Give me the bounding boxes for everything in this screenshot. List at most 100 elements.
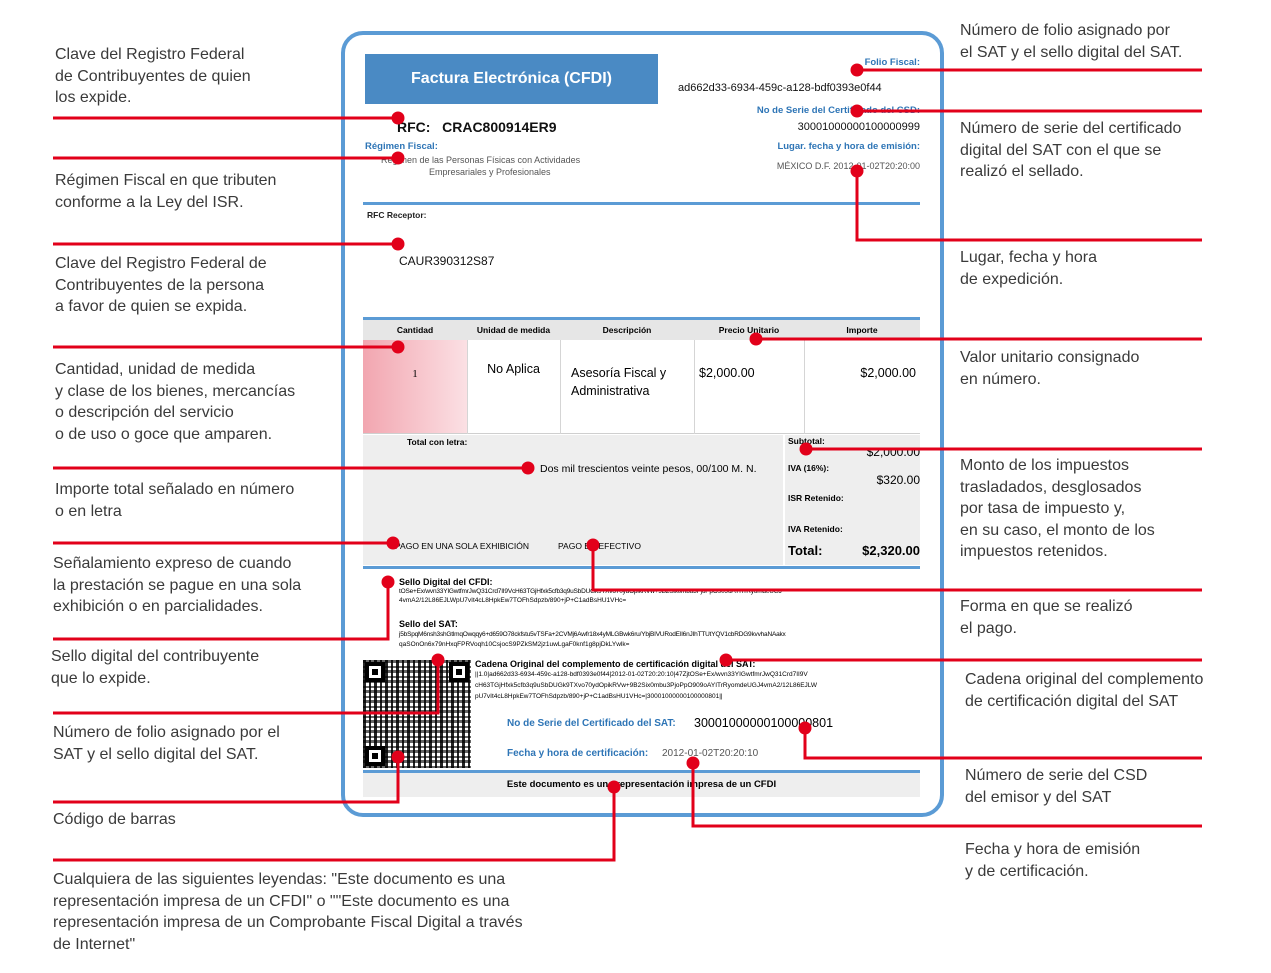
marker-dot [607,780,621,794]
cell-precio: $2,000.00 [699,366,755,380]
leyenda: Este documento es una representación imp… [506,779,777,790]
leyenda-box [363,773,920,797]
marker-dot [391,111,405,125]
highlight-cell [363,340,467,434]
marker-dot [391,750,405,764]
marker-dot [719,653,733,667]
cell-importe: $2,000.00 [860,366,916,380]
iva-label: IVA (16%): [788,463,830,473]
folio-label: Folio Fiscal: [864,57,920,68]
marker-dot [850,104,864,118]
marker-dot [749,332,763,346]
rfc-label: RFC: [397,119,431,135]
marker-dot [799,442,813,456]
cell-cantidad: 1 [412,368,418,380]
divider [363,317,920,320]
divider [363,566,920,569]
marker-dot [381,575,395,589]
marker-dot [391,237,405,251]
leader-line [803,728,1202,760]
serie-sat-value: 30001000000100000801 [694,716,834,730]
isr-label: ISR Retenido: [788,493,844,503]
folio-value: ad662d33-6934-459c-a128-bdf0393e0f44 [678,82,882,94]
marker-dot [798,721,812,735]
marker-dot [391,151,405,165]
sello-cfdi-line-2: 4vmA2/12L86EJLWpU7vIt4cL8HpkEw7TOFhSdpzb… [399,597,627,604]
leader-line [691,763,1202,828]
cadena-line-1: ||1.0|ad662d33-6934-459c-a128-bdf0393e0f… [475,671,808,678]
receptor-label: RFC Receptor: [367,210,427,220]
total-value: $2,320.00 [862,543,920,558]
rfc-value: CRAC800914ER9 [442,119,557,135]
leader-line [591,545,1202,592]
cell-descripcion-1: Asesoría Fiscal y [571,366,667,380]
iva-ret-label: IVA Retenido: [788,524,843,534]
annotation-left: Cualquiera de las siguientes leyendas: "… [53,871,523,953]
sello-sat-line-2: qaSOnOn6x79nHxqFPRVoqh10CsjocS9PZkSM2jz1… [399,641,630,648]
marker-dot [586,538,600,552]
csd-label: No de Serie del Certificado del CSD: [756,105,920,116]
column-header: Importe [846,325,878,335]
leader-line [53,757,400,804]
divider [363,770,920,773]
fecha-cert-value: 2012-01-02T20:20:10 [662,748,759,759]
regimen-label: Régimen Fiscal: [365,141,438,152]
cell-descripcion-2: Administrativa [571,384,650,398]
iva-value: $320.00 [876,473,920,487]
total-letra-box [363,435,783,565]
totals-box [785,435,920,565]
divider [363,202,920,205]
column-header: Cantidad [396,325,434,335]
total-letra-label: Total con letra: [407,437,468,447]
cadena-label: Cadena Original del complemento de certi… [475,659,756,669]
pago-forma: PAGO EN EFECTIVO [558,541,641,551]
cell-unidad: No Aplica [487,362,540,376]
marker-dot [521,461,535,475]
pago-exhibicion: PAGO EN UNA SOLA EXHIBICIÓN [395,541,529,551]
column-header: Unidad de medida [476,325,551,335]
fecha-cert-label: Fecha y hora de certificación: [507,748,649,759]
serie-sat-label: No de Serie del Certificado del SAT: [507,718,676,729]
cadena-line-3: pU7vIt4cL8HpkEw7TOFhSdpzb/890+jP+C1adBsH… [475,693,723,700]
marker-dot [686,756,700,770]
sello-sat-label: Sello del SAT: [399,619,458,629]
receptor-value: CAUR390312S87 [399,254,495,268]
invoice-document: Factura Electrónica (CFDI) Folio Fiscal:… [341,31,944,817]
table-header: Cantidad Unidad de medida Descripción Pr… [363,320,920,340]
marker-dot [850,164,864,178]
regimen-line-1: Régimen de las Personas Físicas con Acti… [381,155,581,165]
subtotal-label: Subtotal: [788,436,825,446]
lugar-label: Lugar. fecha y hora de emisión: [777,141,920,152]
marker-dot [850,63,864,77]
sello-cfdi-line-1: tOSe+Ex/wvn33YIGwtfmrJwQ31Crd7II9VcH63TG… [399,588,782,595]
table-row: 1 No Aplica Asesoría Fiscal y Administra… [363,340,920,434]
invoice-title: Factura Electrónica (CFDI) [365,54,658,104]
sello-cfdi-label: Sello Digital del CFDI: [399,577,493,587]
leader-line [855,171,1202,242]
annotation-left: Código de barras [53,811,176,828]
csd-value: 30001000000100000999 [797,121,920,133]
leader-line [53,582,390,641]
leader-line [53,660,440,715]
leader-line [53,787,616,862]
lugar-value: MÉXICO D.F. 2012-01-02T20:20:00 [776,161,920,171]
total-label: Total: [788,543,823,558]
cadena-line-2: cH63TGjHfxk5cfb3q9uSbDUGk9TXvo70ydOpikRV… [475,682,818,689]
total-letra-value: Dos mil trescientos veinte pesos, 00/100… [540,463,757,475]
marker-dot [386,536,400,550]
